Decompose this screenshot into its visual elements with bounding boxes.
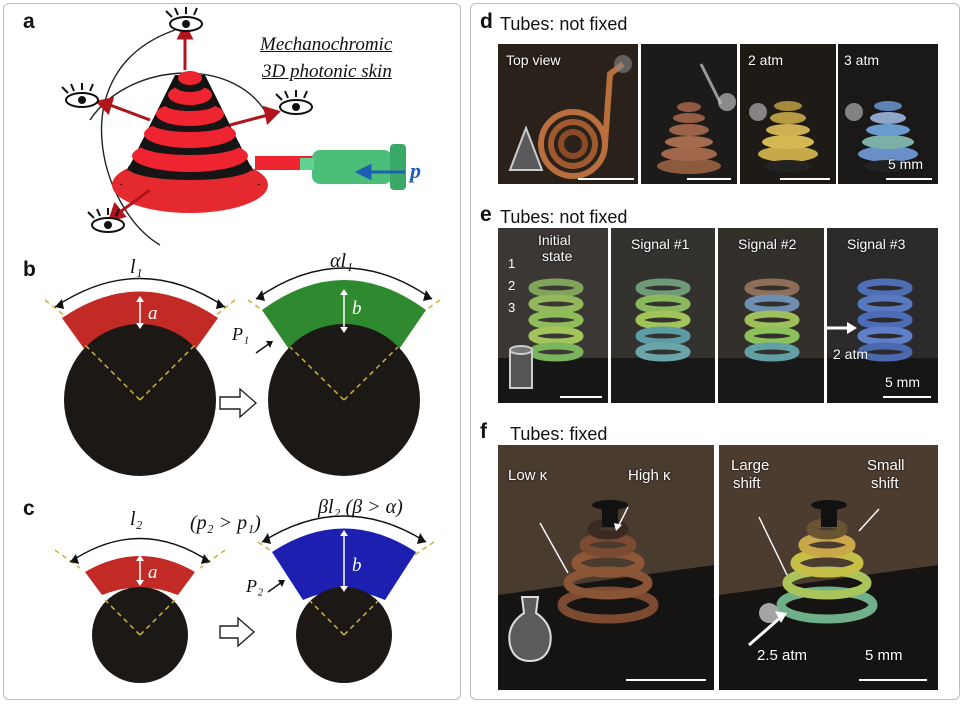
- arrow-icon: [219, 616, 256, 648]
- pressure-p-label: p: [410, 158, 421, 183]
- e-photo-3: Signal #2: [718, 228, 824, 403]
- d-photo-1-text: Top view: [506, 52, 561, 68]
- f-left-scalebar: [626, 679, 706, 681]
- c-left-thickness: a: [148, 562, 158, 583]
- c-condition: (p₂ > p₁): [190, 512, 261, 534]
- panel-d-label: d: [480, 10, 493, 33]
- f-small-1: Small: [867, 457, 905, 474]
- c-right-thickness: b: [352, 555, 362, 576]
- e-photo-4-scalebar: [883, 396, 931, 398]
- c-right-arc-label: βl₂ (β > α): [318, 496, 403, 518]
- c-left-arc-label: l₂: [130, 508, 143, 530]
- b-left-arc-label: l₁: [130, 256, 143, 278]
- d-photo-1: Top view: [498, 44, 638, 184]
- syringe: [300, 144, 406, 190]
- eye-icon: [61, 83, 99, 108]
- d-photo-4-text: 3 atm: [844, 52, 880, 68]
- panel-c-label: c: [23, 497, 35, 520]
- d-photo-3-scalebar: [780, 178, 830, 180]
- panel-f-label: f: [480, 420, 487, 443]
- f-scale-text: 5 mm: [865, 647, 903, 664]
- eye-icon: [87, 208, 125, 233]
- f-photo-left: Low κ High κ: [498, 445, 714, 690]
- e-photo-1-text-2: state: [542, 248, 573, 264]
- e-photo-4-text: Signal #3: [847, 236, 906, 252]
- arrow-icon: [219, 387, 258, 419]
- d-photo-4: 3 atm 5 mm: [838, 44, 938, 184]
- panel-a-illustration: [61, 7, 406, 246]
- panel-d-title: Tubes: not fixed: [500, 14, 628, 34]
- eye-icon: [165, 7, 203, 32]
- panel-f-title: Tubes: fixed: [510, 424, 608, 444]
- panel-c-diagram: [54, 515, 435, 683]
- e-photo-1-text-1: Initial: [538, 232, 571, 248]
- d-photo-2: [641, 44, 737, 184]
- coil-cone: [120, 71, 260, 200]
- f-right-scalebar: [859, 679, 927, 681]
- f-pressure-text: 2.5 atm: [757, 647, 808, 664]
- d-photo-3: 2 atm: [740, 44, 836, 184]
- e-marker-1: 1: [508, 256, 516, 271]
- eye-icon: [275, 90, 313, 115]
- d-scale-text: 5 mm: [888, 156, 923, 172]
- e-photo-2-text: Signal #1: [631, 236, 690, 252]
- d-photo-1-scalebar: [578, 178, 634, 180]
- c-pressure: P₂: [246, 576, 264, 596]
- e-photo-1: Initial state 1 2 3: [498, 228, 608, 403]
- cone-icon: [508, 126, 544, 171]
- f-large-2: shift: [733, 475, 761, 492]
- e-photo-1-scalebar: [560, 396, 602, 398]
- e-photo-3-text: Signal #2: [738, 236, 797, 252]
- f-low-kappa: Low κ: [508, 467, 548, 484]
- b-left-thickness: a: [148, 303, 158, 324]
- e-photo-4: Signal #3 2 atm 5 mm: [827, 228, 938, 403]
- panel-e-title: Tubes: not fixed: [500, 207, 628, 227]
- f-small-2: shift: [871, 475, 899, 492]
- cylinder-icon: [509, 345, 533, 389]
- d-photo-4-scalebar: [886, 178, 932, 180]
- d-photo-2-scalebar: [687, 178, 731, 180]
- b-pressure: P₁: [232, 324, 250, 344]
- e-marker-2: 2: [508, 278, 516, 293]
- b-right-arc-label: αl₁: [330, 250, 354, 272]
- blue-arrow: [354, 163, 405, 181]
- f-photo-right: Large shift Small shift 2.5 atm 5 mm: [719, 445, 938, 690]
- panel-a-title-line2: 3D photonic skin: [262, 61, 392, 82]
- e-pressure-text: 2 atm: [833, 346, 869, 362]
- f-high-kappa: High κ: [628, 467, 671, 484]
- panel-b-diagram: [44, 267, 441, 476]
- d-photo-3-text: 2 atm: [748, 52, 784, 68]
- e-marker-3: 3: [508, 300, 516, 315]
- f-large-1: Large: [731, 457, 770, 474]
- panel-b-label: b: [23, 258, 36, 281]
- b-right-thickness: b: [352, 298, 362, 319]
- red-arrows: [94, 22, 281, 223]
- e-photo-2: Signal #1: [611, 228, 715, 403]
- panel-a-title-line1: Mechanochromic: [260, 34, 393, 55]
- vase-icon: [508, 596, 552, 663]
- e-scale-text: 5 mm: [885, 374, 920, 390]
- panel-e-label: e: [480, 203, 492, 226]
- panel-a-label: a: [23, 10, 35, 33]
